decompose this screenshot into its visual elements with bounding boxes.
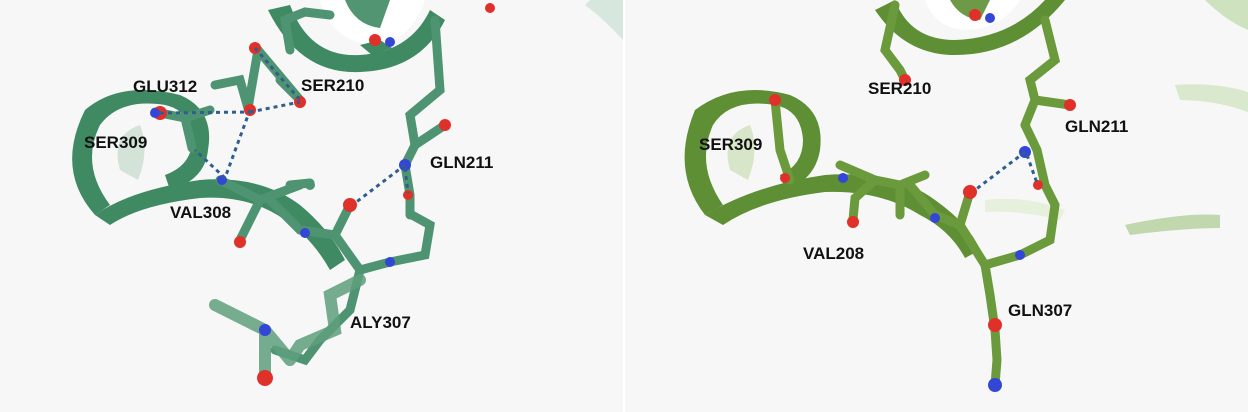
right-structure-panel: SER210 SER309 GLN211 VAL208 GLN307	[625, 0, 1248, 412]
label-ser309-right: SER309	[699, 135, 762, 154]
left-helix-ribbon	[72, 90, 345, 270]
label-gln211-left: GLN211	[430, 153, 493, 172]
background-ribbon-blur-2	[1175, 84, 1248, 112]
background-ribbon-blur-1	[1205, 0, 1248, 30]
right-backbone-sticks	[770, 0, 1075, 390]
label-glu312: GLU312	[133, 77, 197, 96]
background-ribbon-blur-3	[1125, 214, 1220, 235]
left-hydrogen-bonds	[159, 47, 410, 205]
label-gln211-right: GLN211	[1065, 117, 1128, 136]
background-helix-blur	[585, 0, 623, 40]
top-helix-ribbon-right	[875, 0, 1065, 55]
panel-divider	[623, 0, 625, 412]
label-aly307: ALY307	[350, 313, 411, 332]
right-molecule-view: SER210 SER309 GLN211 VAL208 GLN307	[684, 0, 1248, 392]
label-ser210-right: SER210	[868, 79, 931, 98]
left-helix-ribbon-right	[684, 90, 980, 258]
aly307-side-chain	[209, 274, 366, 381]
top-helix-ribbon	[268, 0, 445, 73]
label-val308: VAL308	[170, 203, 231, 222]
label-ser210-left: SER210	[301, 76, 364, 95]
left-structure-panel: GLU312 SER210 SER309 GLN211 VAL308 ALY30…	[0, 0, 623, 412]
label-ser309-left: SER309	[84, 133, 147, 152]
right-atoms	[769, 9, 1076, 392]
left-atoms	[150, 3, 495, 386]
background-ribbon-blur-4	[985, 198, 1065, 220]
label-val208: VAL208	[803, 244, 864, 263]
label-gln307: GLN307	[1008, 301, 1072, 320]
right-hydrogen-bonds	[974, 150, 1039, 192]
left-backbone-sticks	[150, 7, 450, 366]
left-molecule-view: GLU312 SER210 SER309 GLN211 VAL308 ALY30…	[72, 0, 623, 386]
